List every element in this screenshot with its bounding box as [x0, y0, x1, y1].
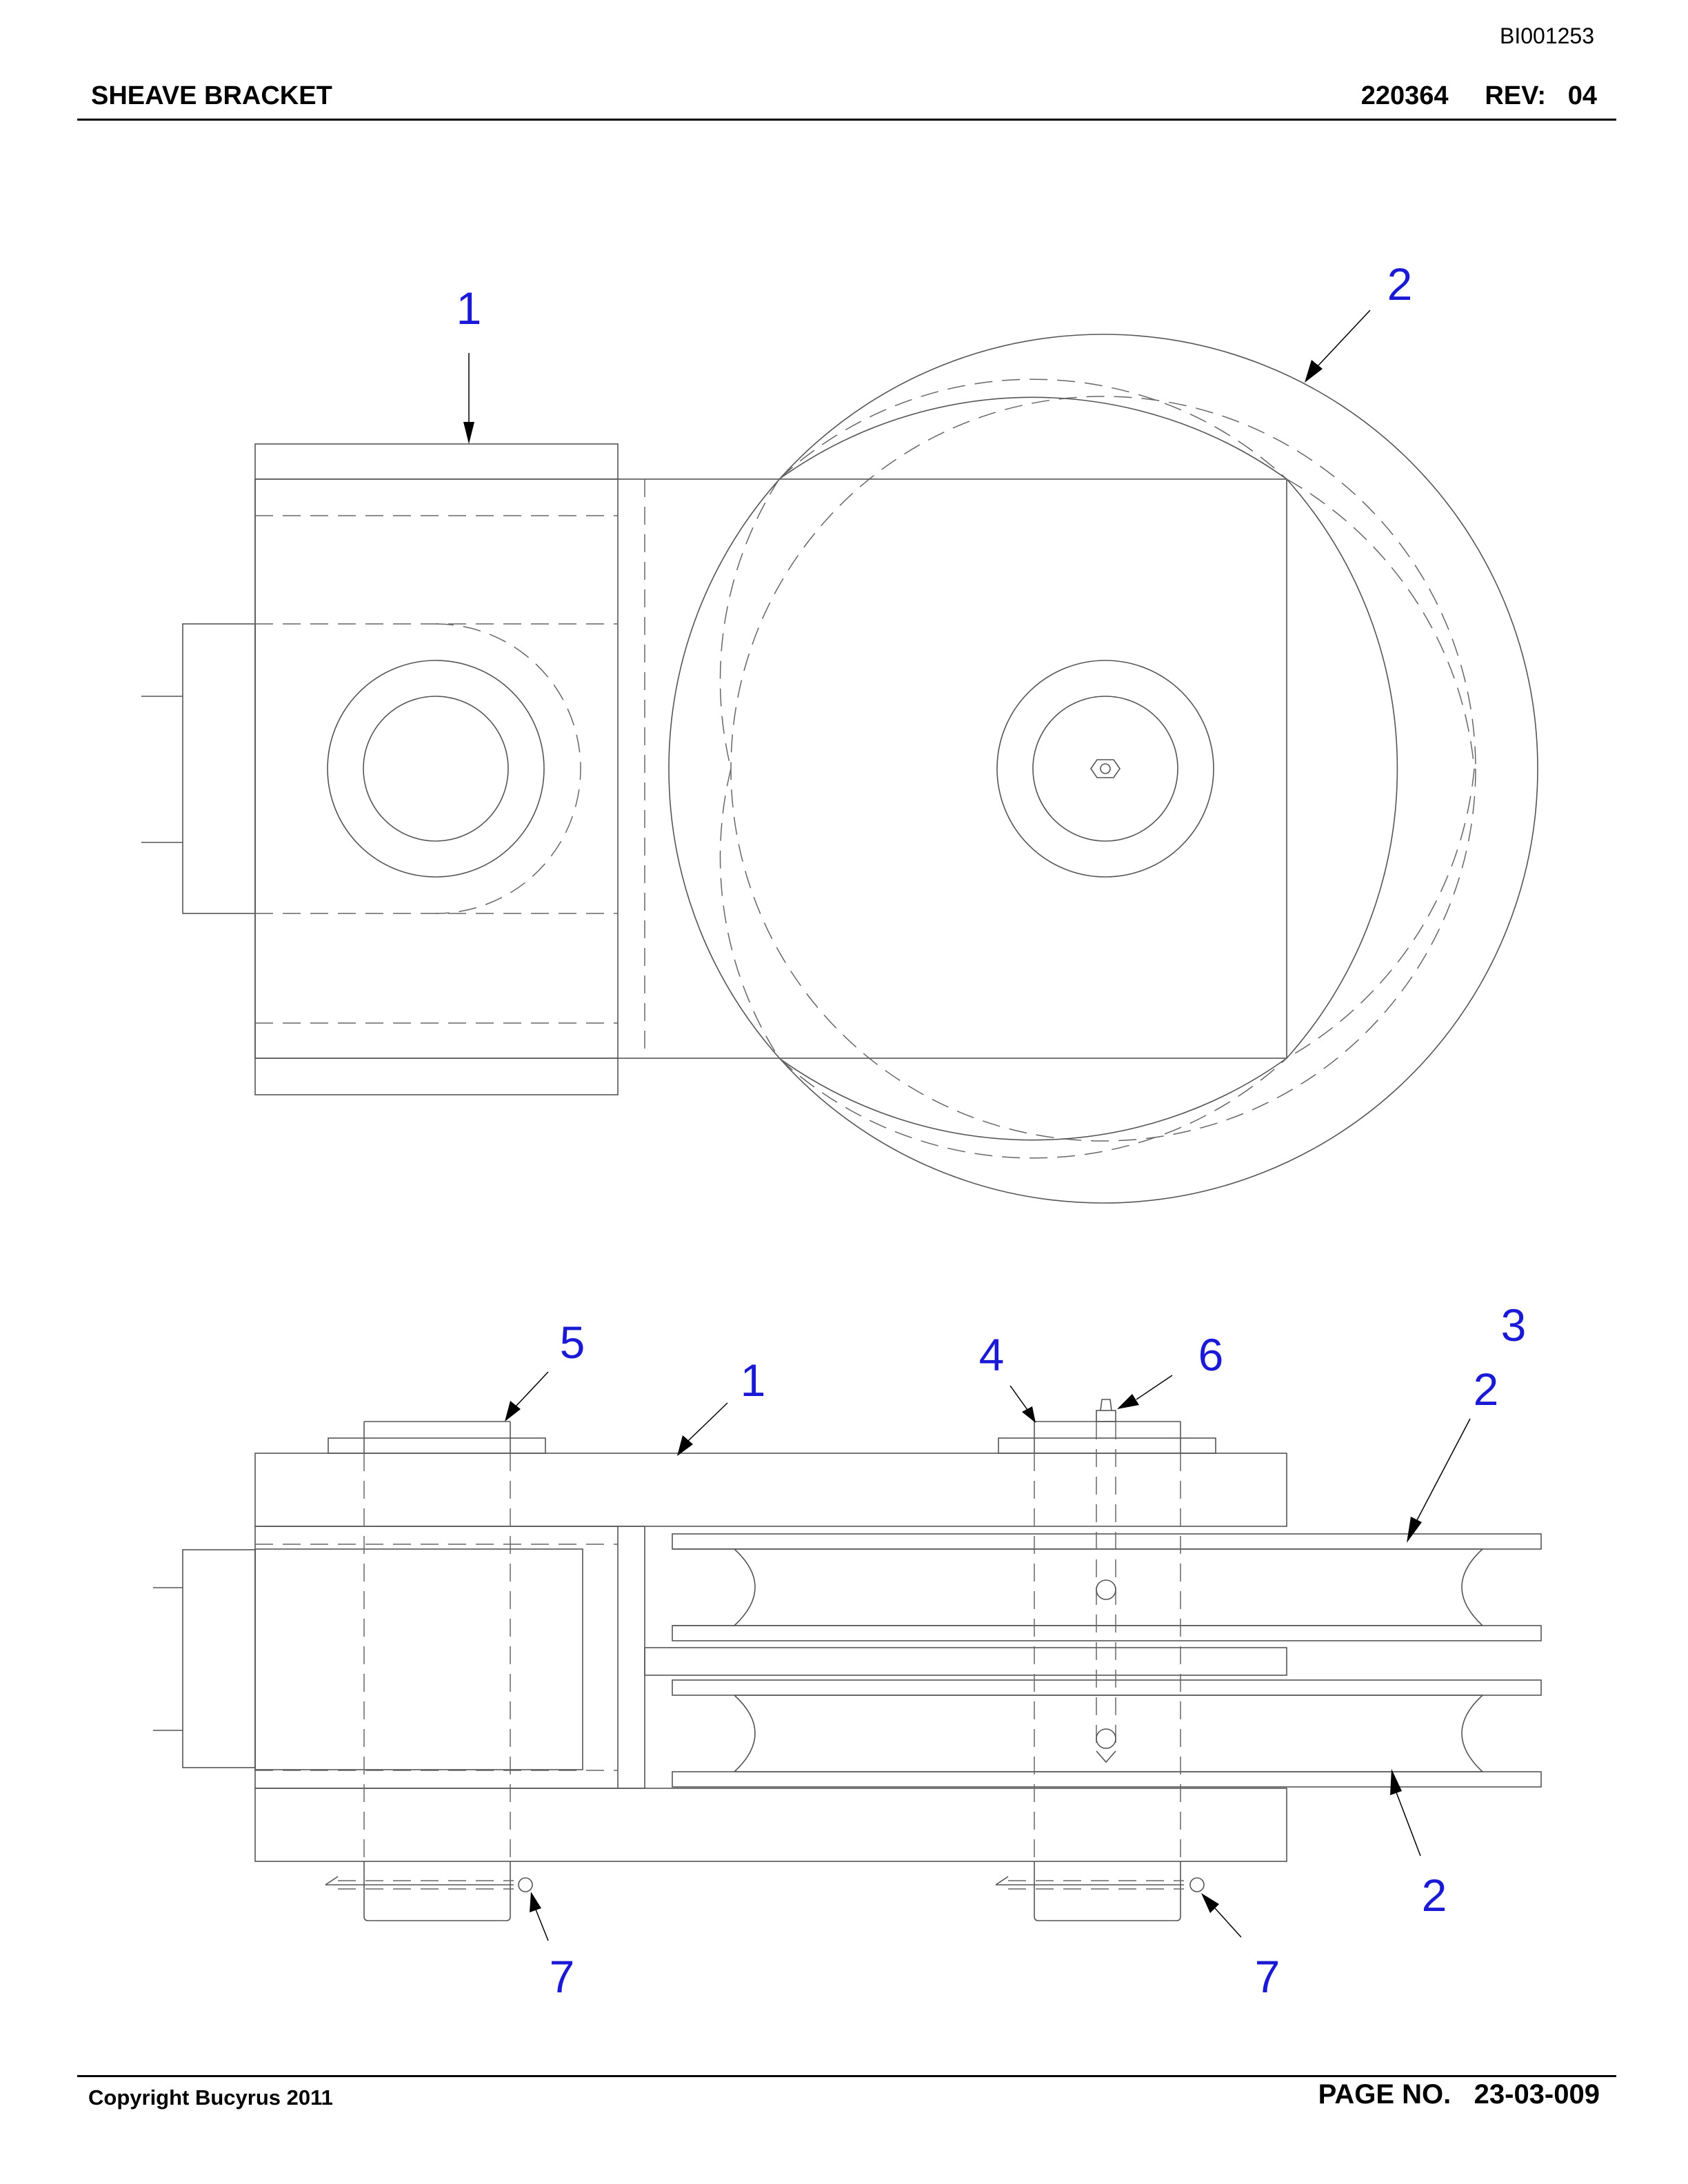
callout-side-2-upper: 2 [1474, 1364, 1499, 1415]
bracket-block [254, 443, 619, 1095]
left-bore-outer [327, 660, 545, 878]
callout-side-4: 4 [979, 1329, 1005, 1380]
bracket-plate [254, 478, 1287, 1059]
grease-fitting [1096, 1410, 1116, 1422]
page-number: 23-03-009 [1474, 2079, 1600, 2110]
side-view: 5 1 4 6 3 2 2 7 7 [153, 1300, 1542, 2002]
page-label: PAGE NO. [1318, 2079, 1451, 2110]
upper-sheave-flange-bottom [672, 1625, 1542, 1641]
footer-rule [77, 2075, 1616, 2077]
grease-fitting-hex [1090, 759, 1121, 778]
right-pin [995, 1399, 1205, 1921]
part-rev-header: 220364 REV: 04 [1361, 81, 1597, 111]
left-pin [325, 1421, 533, 1921]
sheave-hub-outer [996, 660, 1214, 878]
drawing-title: SHEAVE BRACKET [91, 81, 332, 110]
sheave-outer-circle [668, 334, 1538, 1204]
page-number-block: PAGE NO. 23-03-009 [1318, 2079, 1600, 2110]
callout-side-7-left: 7 [550, 1951, 575, 2002]
rev-value: 04 [1567, 81, 1597, 110]
header-rule [77, 119, 1616, 121]
callout-top-2: 2 [1387, 259, 1413, 310]
lower-sheave-flange-top [672, 1679, 1542, 1696]
left-bore-inner [363, 696, 509, 842]
callout-side-7-right: 7 [1255, 1951, 1280, 2002]
part-number: 220364 [1360, 81, 1449, 110]
callout-top-1: 1 [456, 283, 482, 334]
bottom-plate [254, 1788, 1287, 1862]
copyright: Copyright Bucyrus 2011 [88, 2085, 333, 2110]
shaft-housing [182, 623, 256, 914]
top-view: 1 2 [141, 259, 1538, 1204]
center-body [254, 1526, 619, 1789]
sheave-hub-inner [1032, 696, 1178, 842]
rev-label: REV: [1485, 81, 1547, 110]
callout-side-3: 3 [1501, 1300, 1527, 1351]
callout-side-2-lower: 2 [1422, 1870, 1447, 1921]
top-plate [254, 1453, 1287, 1527]
callout-side-6: 6 [1198, 1329, 1224, 1380]
callout-side-5: 5 [560, 1317, 585, 1368]
spacer-plate [644, 1647, 1287, 1676]
document-id: BI001253 [1499, 23, 1594, 48]
sheave-hidden-circle [730, 396, 1476, 1142]
lower-sheave-flange-bottom [672, 1771, 1542, 1788]
callout-side-1: 1 [741, 1355, 766, 1406]
